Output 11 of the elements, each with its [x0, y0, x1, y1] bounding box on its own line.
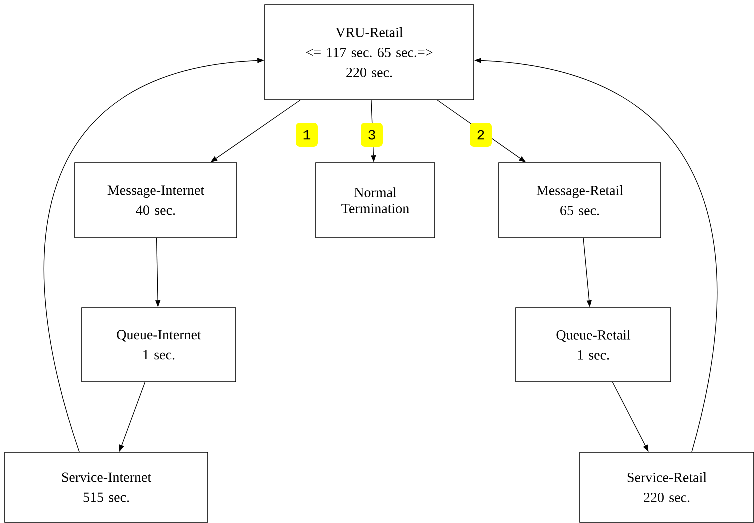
process-box: Service-Internet 515 sec.	[4, 452, 208, 523]
process-box: Message-Internet 40 sec.	[74, 162, 238, 238]
process-box: Queue-Retail 1 sec.	[516, 308, 672, 382]
edge-label: 3	[361, 123, 383, 147]
process-box: Queue-Internet 1 sec.	[82, 308, 236, 382]
process-box: Service-Retail 220 sec.	[580, 452, 754, 523]
process-box: VRU-Retail <= 117 sec. 65 sec.=> 220 sec.	[264, 4, 474, 100]
edge-label: 1	[296, 123, 318, 147]
process-box: Message-Retail 65 sec.	[498, 162, 662, 238]
edge-label: 2	[470, 123, 492, 147]
process-box: Normal Termination	[316, 162, 436, 238]
